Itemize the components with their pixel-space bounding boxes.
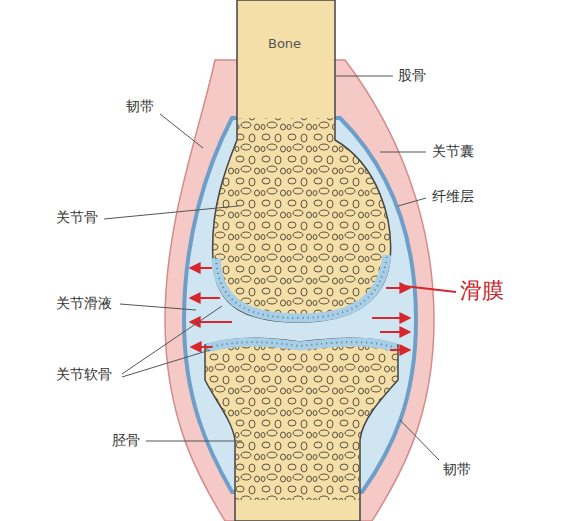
- part-label: 关节软骨: [56, 366, 112, 383]
- part-label: 关节滑液: [56, 295, 112, 312]
- leader-lines: [104, 76, 439, 460]
- secretion-arrows: [191, 268, 409, 350]
- femur-cartilage: [216, 255, 387, 318]
- part-label: 韧带: [443, 461, 471, 478]
- bone-label: Bone: [268, 36, 301, 52]
- femur: [213, 0, 391, 322]
- part-label: 胫骨: [112, 432, 140, 449]
- part-label: 关节骨: [56, 209, 98, 226]
- tibia-cartilage: [207, 342, 396, 348]
- membrane-leader: [404, 286, 456, 292]
- part-label: 韧带: [126, 98, 154, 115]
- part-label: 纤维层: [432, 188, 474, 205]
- part-label: 关节囊: [432, 143, 474, 160]
- highlight-label: 滑膜: [460, 278, 504, 304]
- tibia: [205, 338, 398, 521]
- part-label: 股骨: [398, 67, 426, 84]
